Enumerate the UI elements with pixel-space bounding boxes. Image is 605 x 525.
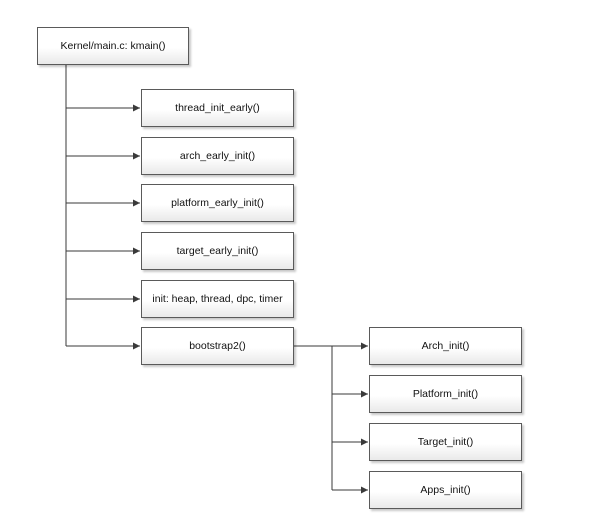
thread-init-early-node: thread_init_early() xyxy=(141,89,294,127)
thread-init-early-label: thread_init_early() xyxy=(175,102,260,114)
bootstrap2-label: bootstrap2() xyxy=(189,340,246,352)
target-init-node: Target_init() xyxy=(369,423,522,461)
target-early-init-node: target_early_init() xyxy=(141,232,294,270)
arch-init-label: Arch_init() xyxy=(421,340,470,352)
bootstrap2-node: bootstrap2() xyxy=(141,327,294,365)
kmain-node-label: Kernel/main.c: kmain() xyxy=(60,40,166,52)
kmain-node: Kernel/main.c: kmain() xyxy=(37,27,189,65)
init-heap-thread-dpc-timer-label: init: heap, thread, dpc, timer xyxy=(152,293,283,305)
platform-early-init-label: platform_early_init() xyxy=(171,197,264,209)
target-init-label: Target_init() xyxy=(417,436,474,448)
init-heap-thread-dpc-timer-node: init: heap, thread, dpc, timer xyxy=(141,280,294,318)
platform-init-label: Platform_init() xyxy=(412,388,479,400)
apps-init-label: Apps_init() xyxy=(420,484,471,496)
arch-init-node: Arch_init() xyxy=(369,327,522,365)
arch-early-init-label: arch_early_init() xyxy=(179,150,256,162)
platform-init-node: Platform_init() xyxy=(369,375,522,413)
platform-early-init-node: platform_early_init() xyxy=(141,184,294,222)
apps-init-node: Apps_init() xyxy=(369,471,522,509)
arch-early-init-node: arch_early_init() xyxy=(141,137,294,175)
target-early-init-label: target_early_init() xyxy=(176,245,259,257)
